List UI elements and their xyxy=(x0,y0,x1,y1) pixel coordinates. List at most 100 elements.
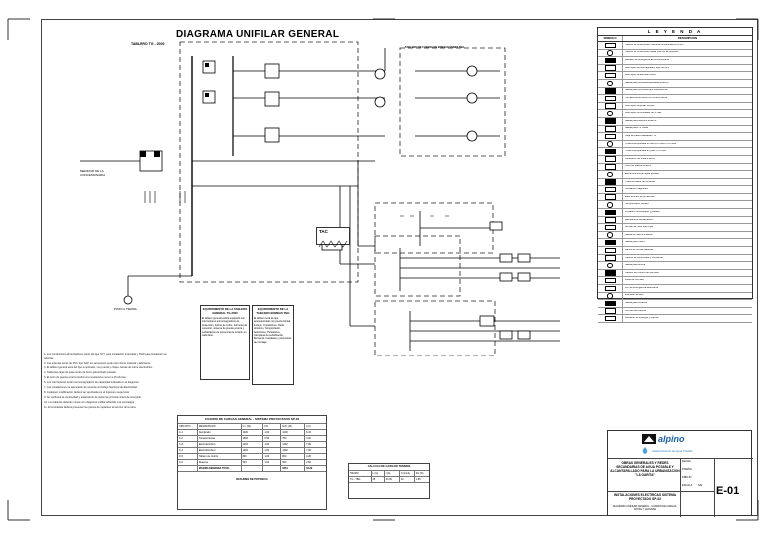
legend-symbol xyxy=(598,148,623,155)
legend-symbol xyxy=(598,178,623,186)
textbox-left-body: El tablero general estará equipado con i… xyxy=(202,317,248,338)
legend-row: Medidor de energía de la concesionaria xyxy=(598,57,752,65)
legend-row: Pulsador de arranque y parada xyxy=(598,209,752,217)
legend-description: Tablero de Control de Bombas xyxy=(625,271,659,274)
tac-label: TAC xyxy=(319,229,328,234)
legend-row: Tablero de Distribución General, Empotra… xyxy=(598,42,752,50)
legend-row: Transformador de corriente xyxy=(598,178,752,187)
note-item: 4. Todas las cajas de pase serán de fier… xyxy=(44,371,117,375)
legend-symbol xyxy=(598,133,623,140)
table-cell: 1.00 xyxy=(263,454,282,459)
legend-symbol xyxy=(598,216,623,224)
legend-symbol-icon xyxy=(604,133,616,140)
calc-table-title: CALCULO DE CAIDA DE TENSION xyxy=(349,464,429,471)
legend-row: Tomacorriente doble con línea a tierra xyxy=(598,95,752,103)
drawing-title: DIAGRAMA UNIFILAR GENERAL xyxy=(176,29,340,40)
legend-symbol xyxy=(598,155,623,163)
legend-description: Transformador de corriente xyxy=(625,180,656,183)
legend-description: Salida para teléfono externo xyxy=(625,119,657,122)
legend-row: Salida para luminaria tipo fluorescente xyxy=(598,87,752,96)
legend-symbol-icon xyxy=(604,270,616,276)
legend-title: L E Y E N D A xyxy=(598,28,752,36)
table-cell: 500 xyxy=(242,460,264,465)
legend-symbol-icon xyxy=(604,179,616,185)
legend-symbol-icon xyxy=(604,65,616,71)
table-cell: 750 xyxy=(281,436,306,441)
textbox-left-title: EQUIPAMIENTO DE LA TABLERO GENERAL TG-20… xyxy=(202,307,248,315)
table-cell: 33.39 xyxy=(306,467,313,470)
legend-description: Salida para luminaria adosada al techo xyxy=(625,81,669,84)
field-drawn: DIBUJO xyxy=(682,476,692,479)
project-name: OBRAS GENERALES Y REDES SECUNDARIAS DE A… xyxy=(610,461,680,477)
legend-symbol xyxy=(598,285,623,292)
legend-description: Extractor de aire xyxy=(625,294,644,297)
legend-row: Salida para timbre xyxy=(598,262,752,270)
sheet-number: E-01 xyxy=(716,485,740,497)
title-block-divider-2 xyxy=(608,491,714,492)
legend-row: Interruptor unipolar simple xyxy=(598,102,752,111)
legend-symbol-icon xyxy=(604,308,616,314)
table-cell: 1492 xyxy=(281,442,306,447)
table-cell: Tomacorrientes xyxy=(198,436,242,441)
legend-symbol xyxy=(598,269,623,277)
legend-symbol-icon xyxy=(604,156,616,162)
legend-description: Tubería empotrada en piso PVC-SAP xyxy=(625,150,667,153)
table-cell: 1.85 xyxy=(415,478,421,481)
legend-symbol xyxy=(598,209,623,216)
load-table-header-cell: DESCRIPCION xyxy=(198,424,242,429)
title-block-vdivider xyxy=(680,458,681,517)
table-cell: Tablero de control xyxy=(198,454,242,459)
table-cell: C-3 xyxy=(178,442,198,447)
scale-value: S/E xyxy=(698,484,703,487)
calc-table-header-cell: ΔV (%) xyxy=(415,472,424,475)
legend-symbol xyxy=(598,254,623,262)
note-item: 3. El tablero general será del tipo empo… xyxy=(44,366,153,370)
table-cell: 1200 xyxy=(242,430,264,435)
table-cell: 6234 xyxy=(281,466,306,471)
legend-row: Lámpara de señalización xyxy=(598,216,752,225)
legend-symbol xyxy=(598,171,623,178)
legend-symbol xyxy=(598,231,623,239)
legend-description: Contactor magnético xyxy=(625,188,649,191)
legend-symbol-icon xyxy=(604,72,616,79)
note-item: 8. Cualquier modificación deberá ser apr… xyxy=(44,390,130,394)
legend-col-symbol: SIMBOLO xyxy=(598,36,623,41)
legend-description: Caja de pase cuadrada F°G° xyxy=(625,135,658,138)
company-sub-logo: Abastecimiento de Agua Potable xyxy=(640,447,692,454)
tac-box: TAC xyxy=(316,227,350,248)
legend-symbol-icon xyxy=(604,239,616,246)
table-cell: C-2 xyxy=(178,436,198,441)
table-cell: 1500 xyxy=(242,436,264,441)
legend-description: Sensor de nivel tipo boya xyxy=(625,226,654,229)
legend-symbol xyxy=(598,224,623,231)
legend-symbol xyxy=(598,110,623,117)
table-cell: 1492 xyxy=(242,448,264,453)
legend-symbol-icon xyxy=(604,255,616,261)
legend-description: Luz de emergencia autónoma xyxy=(625,286,659,289)
legend-row: Conductor de línea a tierra xyxy=(598,155,752,164)
legend-description: Lámpara de señalización xyxy=(625,218,653,221)
legend-row: Salida para motor xyxy=(598,239,752,248)
legend-row: Tablero de Control de Bombas xyxy=(598,269,752,278)
legend-symbol-icon xyxy=(604,42,616,49)
legend-row: Tubería empotrada en techo o muro PVC-SA… xyxy=(598,140,752,149)
legend-header: SIMBOLO DESCRIPCION xyxy=(598,36,752,42)
legend-symbol-icon xyxy=(604,247,616,254)
legend-row: Circuito de reserva xyxy=(598,307,752,316)
legend-symbol xyxy=(598,247,623,254)
legend-symbol-icon xyxy=(607,141,613,147)
table-cell: 1200 xyxy=(281,430,306,435)
table-cell: 1.00 xyxy=(263,430,282,435)
legend-symbol xyxy=(598,102,623,110)
table-cell xyxy=(242,466,264,471)
legend-symbol xyxy=(598,300,623,307)
textbox-right: EQUIPAMIENTO DE LA TABLERO BOMBAS TBG El… xyxy=(252,305,294,385)
legend-symbol-icon xyxy=(607,50,613,56)
table-cell: 6.43 xyxy=(306,431,311,434)
note-item: 9. Se verificará la continuidad y aislam… xyxy=(44,395,142,399)
legend-row: Banco de condensadores xyxy=(598,247,752,255)
